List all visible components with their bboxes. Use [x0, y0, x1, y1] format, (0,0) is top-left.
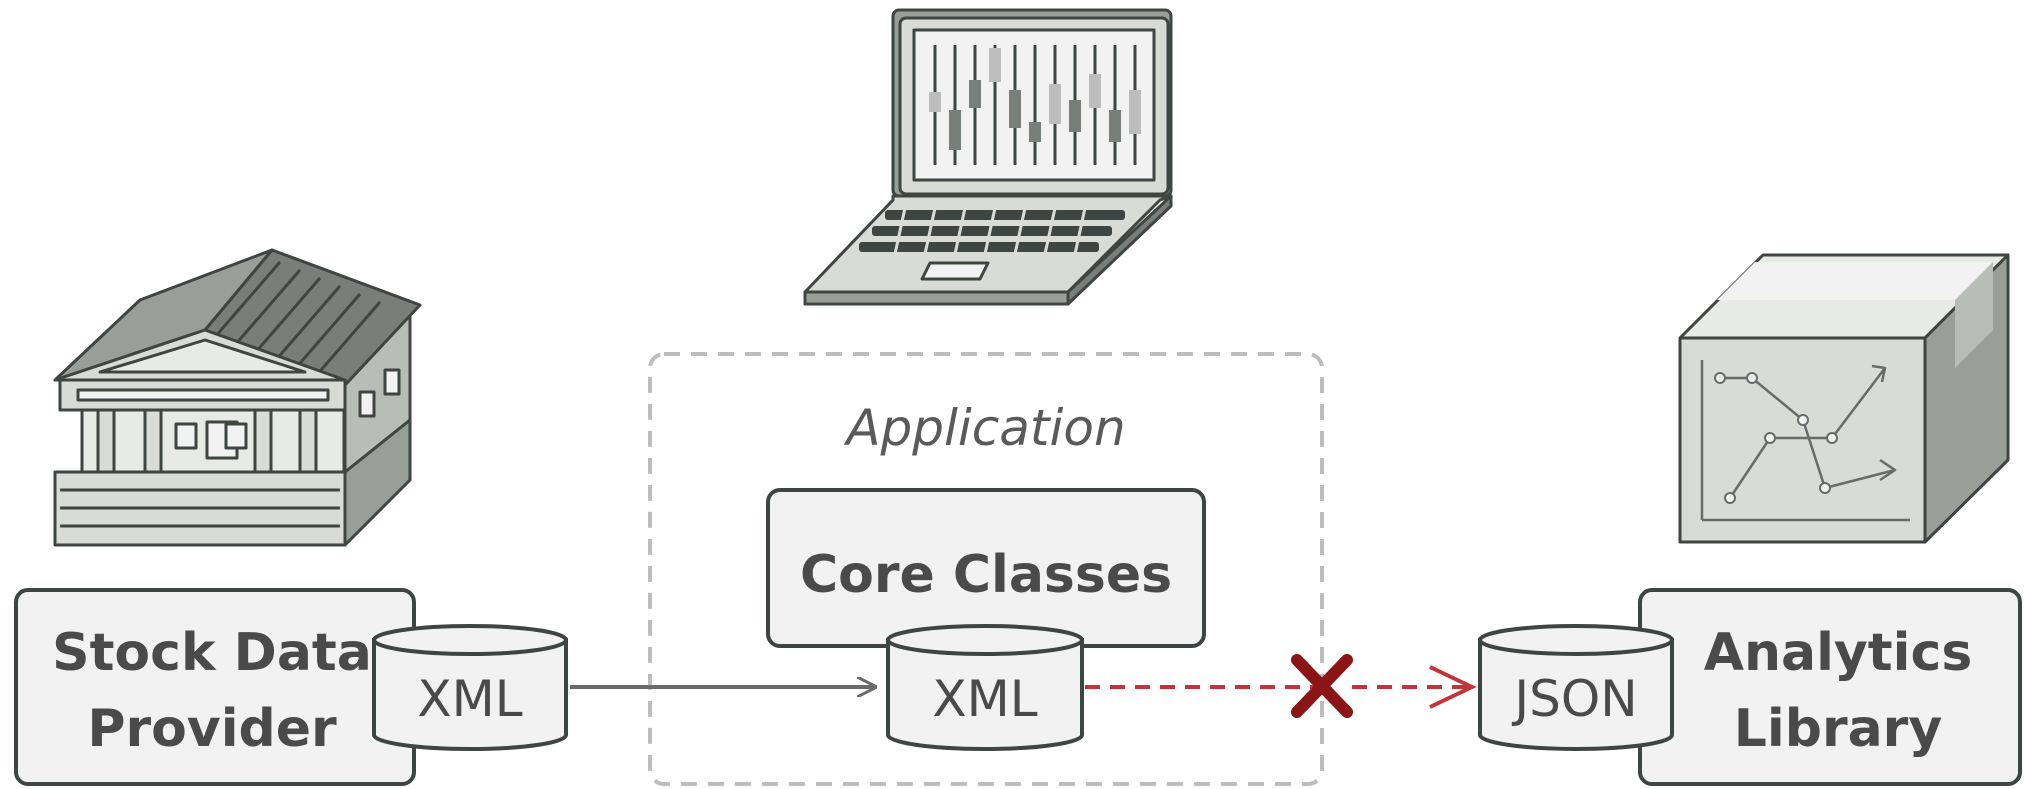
provider-label-line2: Provider [87, 699, 337, 759]
library-label-line2: Library [1734, 699, 1942, 759]
package-box-icon [1678, 253, 2010, 544]
core-xml-label: XML [932, 670, 1037, 728]
application-frame [648, 352, 1324, 786]
provider-xml-cylinder: XML [372, 624, 568, 751]
library-label-line1: Analytics [1704, 623, 1973, 683]
provider-label-line1: Stock Data [52, 623, 372, 683]
library-json-cylinder: JSON [1478, 624, 1674, 751]
core-xml-cylinder: XML [886, 624, 1084, 751]
provider-xml-label: XML [417, 670, 522, 728]
library-json-label: JSON [1511, 670, 1637, 728]
application-label: Application [843, 399, 1125, 457]
incompatible-cross-icon [1291, 654, 1353, 718]
incompatible-arrowhead [1429, 665, 1477, 709]
bank-building-icon [53, 248, 422, 547]
core-classes-label: Core Classes [800, 545, 1172, 605]
laptop-chart-icon [803, 8, 1173, 306]
